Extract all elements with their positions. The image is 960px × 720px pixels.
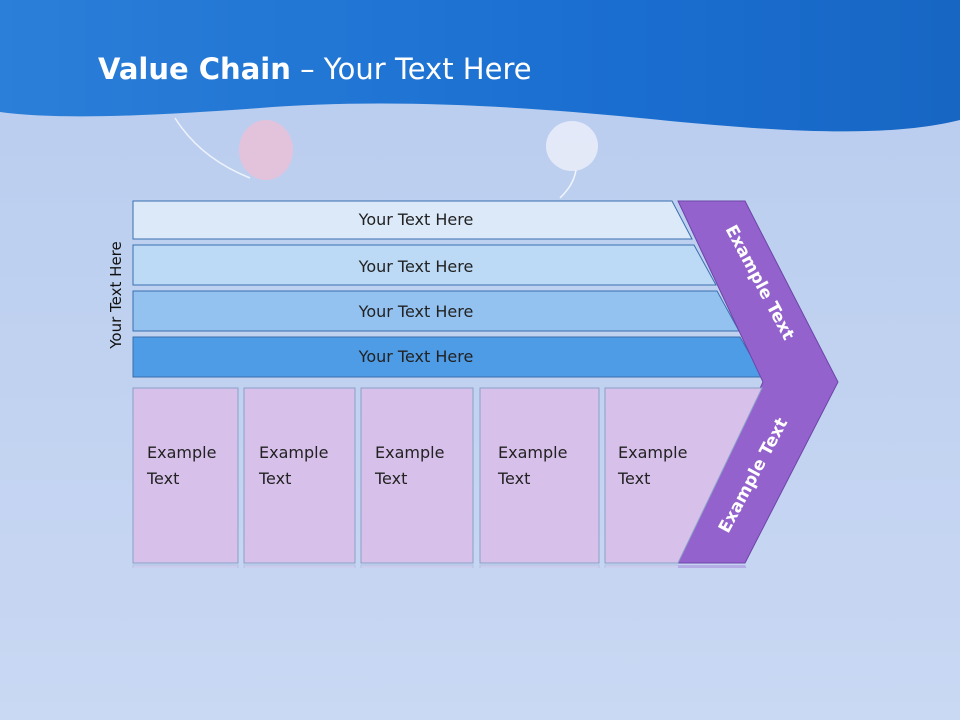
svg-text:Example: Example [147, 666, 216, 685]
svg-text:Text: Text [146, 640, 179, 659]
box-5: Example Text [604, 387, 763, 564]
reflection: Example Text Example Text Example Text E… [132, 564, 825, 720]
bars-group: Your Text Here Your Text Here Your Text … [132, 200, 764, 378]
boxes-group: Example Text Example Text Example Text E… [132, 387, 763, 564]
bar-3: Your Text Here [132, 290, 740, 332]
bar-1: Your Text Here [132, 200, 693, 240]
svg-text:Example: Example [618, 666, 687, 685]
box-1-shape [132, 387, 239, 564]
box-1-line2: Text [146, 469, 179, 488]
box-5-line2: Text [617, 469, 650, 488]
box-1-line1: Example [147, 443, 216, 462]
bar-1-label: Your Text Here [358, 210, 474, 229]
header-wave [0, 0, 960, 132]
box-4-line1: Example [498, 443, 567, 462]
bar-4-label: Your Text Here [358, 347, 474, 366]
bar-1-shape [132, 200, 693, 240]
box-2-line2: Text [258, 469, 291, 488]
balloon-icon [174, 117, 293, 180]
box-3-line2: Text [374, 469, 407, 488]
box-4: Example Text [479, 387, 600, 564]
svg-text:Text: Text [497, 640, 530, 659]
page-title: Value Chain – Your Text Here [98, 52, 532, 86]
svg-text:Text: Text [258, 640, 291, 659]
bar-2-shape [132, 244, 717, 286]
box-1: Example Text [132, 387, 239, 564]
box-4-line2: Text [497, 469, 530, 488]
bar-2: Your Text Here [132, 244, 717, 286]
box-2-line1: Example [259, 443, 328, 462]
bar-4: Your Text Here [132, 336, 764, 378]
box-3: Example Text [360, 387, 474, 564]
box-5-line1: Example [618, 443, 687, 462]
box-2: Example Text [243, 387, 356, 564]
box-2-shape [243, 387, 356, 564]
svg-text:Example: Example [259, 666, 328, 685]
box-3-shape [360, 387, 474, 564]
chevron-shape [677, 200, 839, 564]
box-5-shape [604, 387, 763, 564]
box-3-line1: Example [375, 443, 444, 462]
box-4-shape [479, 387, 600, 564]
bar-3-label: Your Text Here [358, 302, 474, 321]
balloon-icon [546, 121, 598, 199]
svg-text:Text: Text [617, 640, 650, 659]
svg-text:Example: Example [375, 666, 444, 685]
svg-text:Text: Text [374, 640, 407, 659]
bar-2-label: Your Text Here [358, 257, 474, 276]
svg-text:Example: Example [498, 666, 567, 685]
